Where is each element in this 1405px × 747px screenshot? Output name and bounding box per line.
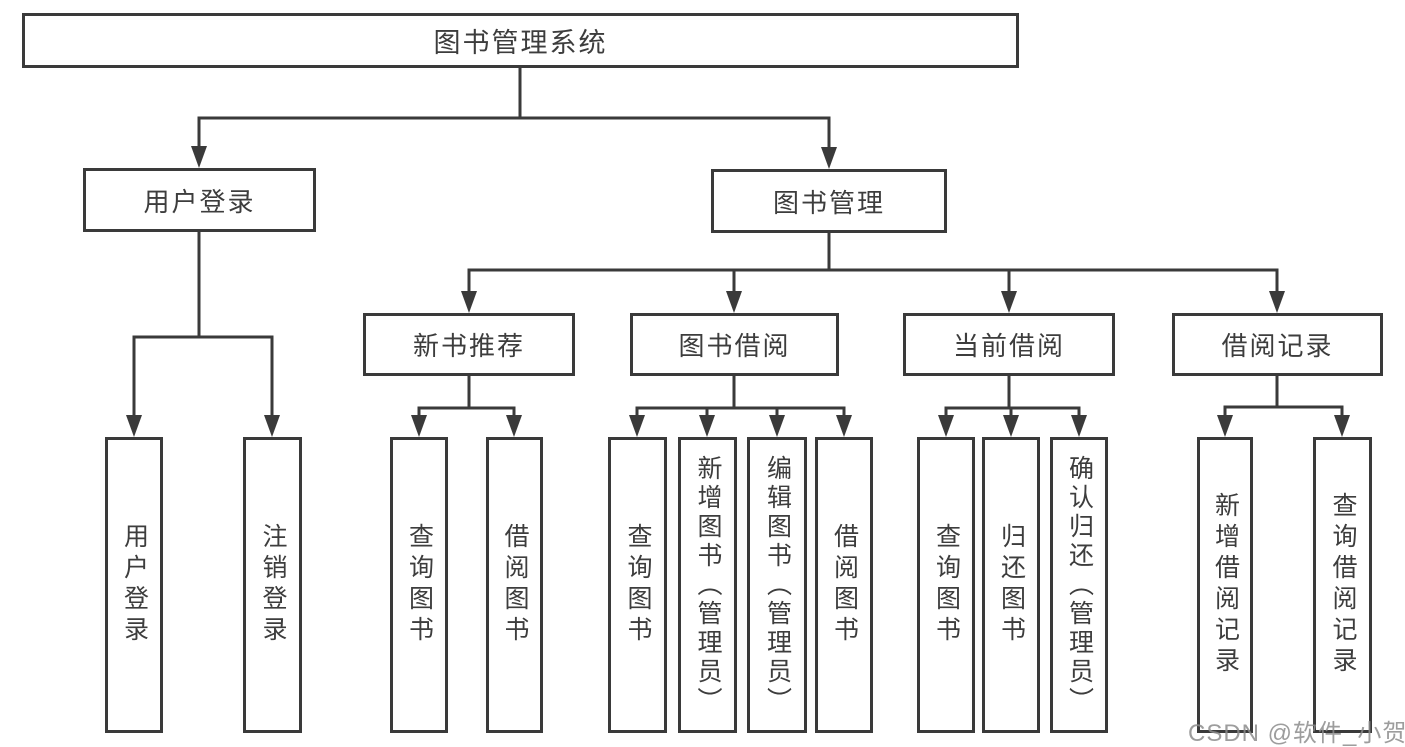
arrowhead bbox=[629, 415, 645, 437]
arrowhead bbox=[506, 415, 522, 437]
node-borrowing-records-label: 借阅记录 bbox=[1221, 331, 1334, 361]
leaf-br-add-record-label: 新增借阅记录 bbox=[1211, 492, 1240, 678]
leaf-cb-return-books-label: 归还图书 bbox=[997, 523, 1026, 647]
edge-current-borrowing-to-leaves bbox=[938, 374, 1087, 437]
node-user-login-label: 用户登录 bbox=[143, 186, 256, 217]
leaf-bb-add-books-admin: 新增图书（管理员） bbox=[678, 437, 737, 733]
leaf-bb-borrow-books: 借阅图书 bbox=[815, 437, 873, 733]
leaf-user-login-label: 用户登录 bbox=[120, 523, 149, 647]
leaf-bb-edit-books-admin-label: 编辑图书（管理员） bbox=[763, 454, 792, 716]
edge-new-book-recommend-to-leaves bbox=[411, 374, 522, 437]
arrowhead bbox=[726, 291, 742, 313]
node-book-management: 图书管理 bbox=[711, 169, 947, 233]
leaf-logout: 注销登录 bbox=[243, 437, 302, 733]
leaf-nb-query-books: 查询图书 bbox=[390, 437, 448, 733]
arrowhead bbox=[1001, 291, 1017, 313]
node-user-login: 用户登录 bbox=[83, 168, 316, 232]
root-node: 图书管理系统 bbox=[22, 13, 1019, 68]
leaf-nb-borrow-books: 借阅图书 bbox=[486, 437, 543, 733]
arrowhead bbox=[126, 415, 142, 437]
arrowhead bbox=[1003, 415, 1019, 437]
root-node-label: 图书管理系统 bbox=[433, 28, 608, 58]
leaf-user-login: 用户登录 bbox=[105, 437, 163, 733]
edge-borrowing-records-to-leaves bbox=[1217, 374, 1350, 437]
node-new-book-recommend: 新书推荐 bbox=[363, 313, 575, 376]
leaf-cb-confirm-return-admin: 确认归还（管理员） bbox=[1050, 437, 1108, 733]
leaf-cb-confirm-return-admin-label: 确认归还（管理员） bbox=[1065, 454, 1094, 716]
node-book-borrowing-label: 图书借阅 bbox=[678, 331, 791, 361]
leaf-br-query-record-label: 查询借阅记录 bbox=[1329, 492, 1357, 678]
leaf-br-add-record: 新增借阅记录 bbox=[1197, 437, 1253, 733]
arrowhead bbox=[821, 147, 837, 169]
leaf-nb-query-books-label: 查询图书 bbox=[405, 523, 434, 647]
arrowhead bbox=[836, 415, 852, 437]
arrowhead bbox=[1217, 415, 1233, 437]
leaf-cb-return-books: 归还图书 bbox=[982, 437, 1040, 733]
leaf-cb-query-books: 查询图书 bbox=[917, 437, 975, 733]
leaf-bb-add-books-admin-label: 新增图书（管理员） bbox=[694, 454, 722, 716]
arrowhead bbox=[411, 415, 427, 437]
arrowhead bbox=[1269, 291, 1285, 313]
node-book-management-label: 图书管理 bbox=[772, 187, 885, 218]
edge-user-login-to-leaves bbox=[126, 230, 280, 437]
node-new-book-recommend-label: 新书推荐 bbox=[412, 331, 525, 361]
arrowhead bbox=[769, 415, 785, 437]
arrowhead bbox=[264, 415, 280, 437]
leaf-logout-label: 注销登录 bbox=[259, 523, 287, 647]
edge-book-management-to-sections bbox=[461, 231, 1285, 313]
edge-book-borrowing-to-leaves bbox=[629, 374, 852, 437]
leaf-bb-query-books: 查询图书 bbox=[608, 437, 667, 733]
arrowhead bbox=[461, 291, 477, 313]
leaf-bb-query-books-label: 查询图书 bbox=[624, 523, 652, 647]
arrowhead bbox=[699, 415, 715, 437]
node-current-borrowing: 当前借阅 bbox=[903, 313, 1115, 376]
node-current-borrowing-label: 当前借阅 bbox=[952, 331, 1065, 361]
leaf-cb-query-books-label: 查询图书 bbox=[932, 523, 961, 647]
arrowhead bbox=[191, 146, 207, 168]
leaf-bb-borrow-books-label: 借阅图书 bbox=[830, 523, 859, 647]
edge-root-to-level2 bbox=[191, 66, 837, 169]
csdn-watermark: CSDN @软件_小贺同学 bbox=[1188, 720, 1405, 747]
arrowhead bbox=[938, 415, 954, 437]
arrowhead bbox=[1071, 415, 1087, 437]
leaf-bb-edit-books-admin: 编辑图书（管理员） bbox=[747, 437, 807, 733]
node-book-borrowing: 图书借阅 bbox=[630, 313, 839, 376]
arrowhead bbox=[1334, 415, 1350, 437]
leaf-nb-borrow-books-label: 借阅图书 bbox=[501, 523, 529, 647]
node-borrowing-records: 借阅记录 bbox=[1172, 313, 1383, 376]
leaf-br-query-record: 查询借阅记录 bbox=[1313, 437, 1372, 733]
